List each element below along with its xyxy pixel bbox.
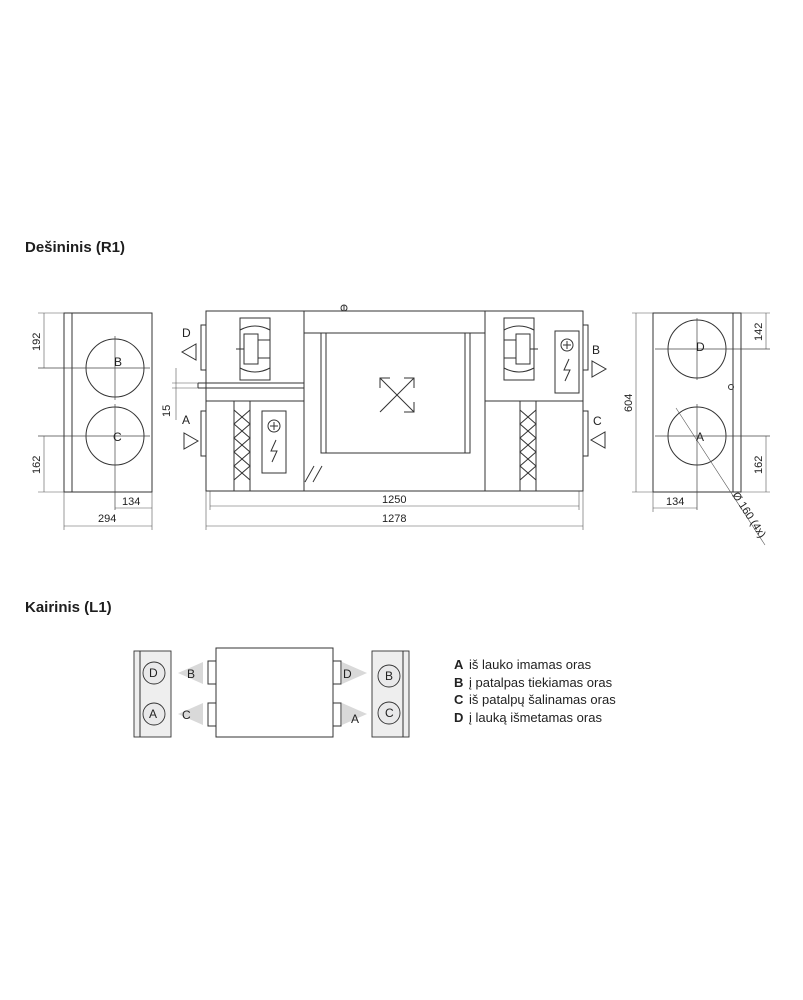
l1-port-d-left: D xyxy=(149,666,158,680)
l1-arrow-b-icon xyxy=(178,662,203,684)
l1-arrow-a-icon xyxy=(342,703,367,725)
l1-arrow-c-icon xyxy=(178,703,203,725)
l1-label-a: A xyxy=(351,712,359,726)
port-label-b-left: B xyxy=(114,355,122,369)
front-view: 15 D A B C 1250 1278 xyxy=(161,304,608,530)
port-label-c-front: C xyxy=(593,414,602,428)
heater-right-icon xyxy=(554,330,580,394)
filter-right xyxy=(519,400,537,492)
arrow-d-out-icon xyxy=(180,343,197,361)
port-label-a-front: A xyxy=(182,413,190,427)
port-label-b-front: B xyxy=(592,343,600,357)
l1-port-a-left: A xyxy=(149,707,157,721)
left-side-view: B C 192 162 134 294 xyxy=(31,312,153,530)
port-label-a-right: A xyxy=(696,430,704,444)
dimension-294: 294 xyxy=(98,513,116,525)
dimension-1250: 1250 xyxy=(382,494,406,506)
right-side-view: D A 142 162 604 134 Ø 160 (4x) xyxy=(623,312,770,546)
right-variant-title: Dešininis (R1) xyxy=(25,239,126,256)
dimension-162-left: 162 xyxy=(31,456,43,474)
fan-right-icon xyxy=(503,317,538,381)
left-variant-title: Kairinis (L1) xyxy=(25,599,112,616)
dimension-134-left: 134 xyxy=(122,496,140,508)
arrow-c-in-icon xyxy=(589,431,606,449)
cross-flow-arrows-icon xyxy=(379,377,415,413)
fan-left-icon xyxy=(236,317,271,381)
port-label-d-front: D xyxy=(182,326,191,340)
arrow-a-in-icon xyxy=(183,432,200,450)
l1-label-b: B xyxy=(187,667,195,681)
l1-label-c: C xyxy=(182,708,191,722)
dimension-162-right: 162 xyxy=(753,456,765,474)
port-label-c-left: C xyxy=(113,430,122,444)
heater-left-icon xyxy=(261,410,287,474)
dimension-15: 15 xyxy=(161,405,173,417)
arrow-b-out-icon xyxy=(591,360,608,378)
dimension-1278: 1278 xyxy=(382,513,406,525)
l1-label-d: D xyxy=(343,667,352,681)
dimension-diameter: Ø 160 (4x) xyxy=(729,490,767,540)
dimension-134-right: 134 xyxy=(666,496,684,508)
dimension-604: 604 xyxy=(623,394,635,412)
port-label-d-right: D xyxy=(696,340,705,354)
dimension-142: 142 xyxy=(753,323,765,341)
filter-left xyxy=(233,400,251,492)
dimension-192: 192 xyxy=(31,333,43,351)
l1-port-b-right: B xyxy=(385,669,393,683)
l1-port-c-right: C xyxy=(385,706,394,720)
l1-arrow-d-icon xyxy=(342,662,367,684)
left-variant-schematic: D A B C D A B C xyxy=(133,647,410,738)
